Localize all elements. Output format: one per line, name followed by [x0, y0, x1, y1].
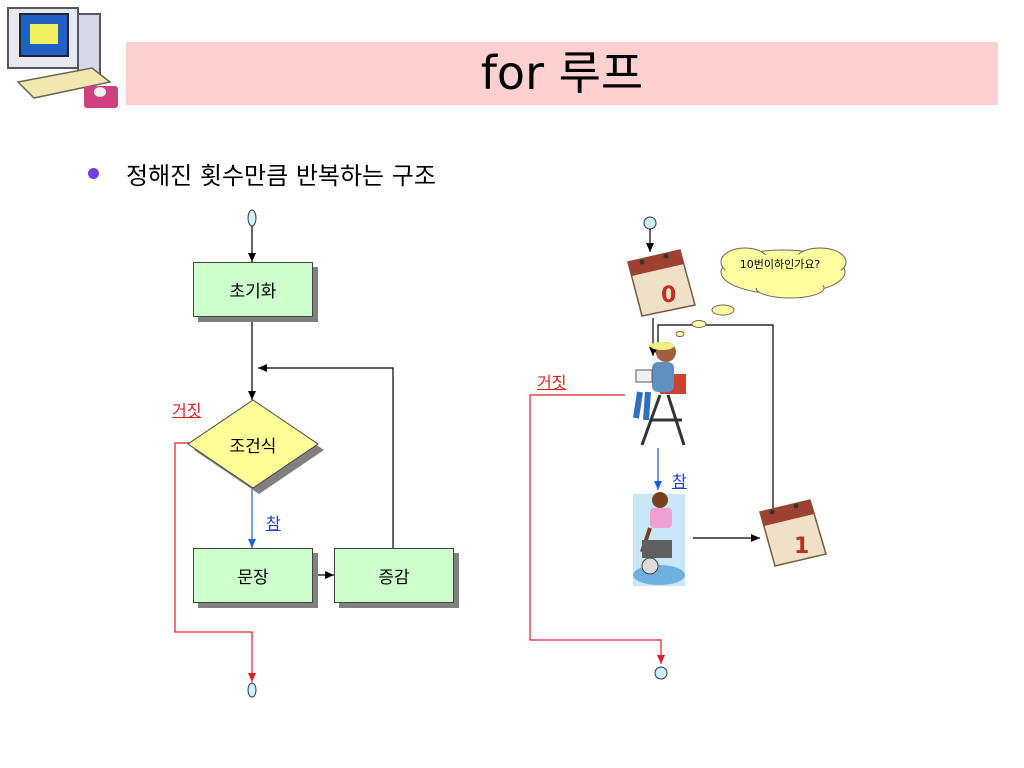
page-title: for 루프	[480, 46, 644, 100]
calendar-next-icon	[759, 499, 827, 567]
computer-clipart-icon	[0, 0, 125, 112]
false-label-right: 거짓	[537, 373, 567, 392]
start-terminal	[247, 209, 257, 227]
title-bar: for 루프	[126, 42, 998, 105]
calendar-start-value: 0	[661, 283, 676, 308]
false-path	[174, 442, 256, 682]
bullet-icon	[88, 168, 99, 179]
start-terminal-right	[643, 216, 657, 230]
true-label: 참	[266, 514, 281, 533]
loop-back-line	[258, 364, 394, 548]
true-label-right: 참	[672, 472, 687, 491]
calendar-next-value: 1	[794, 534, 809, 559]
end-terminal-right	[654, 666, 668, 680]
thought-bubble-text: 10번이하인가요?	[739, 258, 821, 271]
update-label: 증감	[378, 568, 410, 588]
condition-diamond	[187, 399, 319, 489]
false-path-right	[529, 394, 665, 664]
cyclist-icon	[633, 492, 685, 586]
update-box: 증감	[334, 548, 454, 603]
loop-back-line-right	[654, 324, 774, 508]
end-terminal	[247, 682, 257, 698]
statement-label: 문장	[237, 568, 269, 588]
init-box: 초기화	[193, 262, 313, 317]
condition-label: 조건식	[229, 437, 277, 457]
statement-box: 문장	[193, 548, 313, 603]
false-label: 거짓	[172, 401, 202, 420]
init-label: 초기화	[229, 282, 277, 302]
thought-cloud-icon	[675, 247, 847, 337]
reading-person-icon	[633, 342, 686, 446]
bullet-text: 정해진 횟수만큼 반복하는 구조	[126, 162, 436, 190]
calendar-start-icon	[627, 249, 696, 317]
